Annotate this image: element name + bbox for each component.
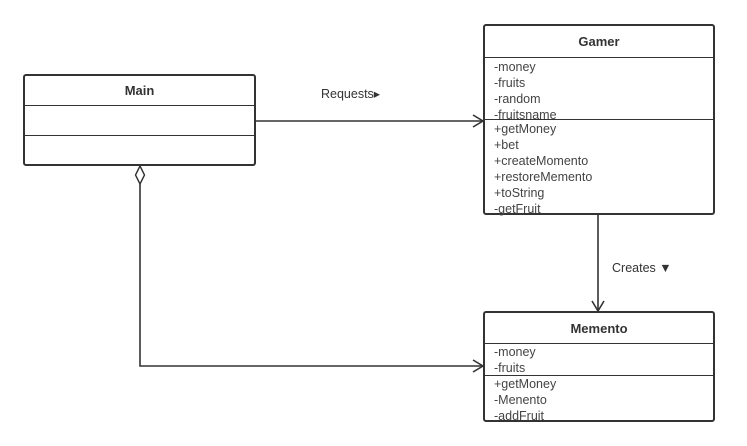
aggregation-line xyxy=(139,184,483,367)
requests-label: Requests▸ xyxy=(321,87,381,101)
memento-method: -Menento xyxy=(494,393,547,407)
memento-method: +getMoney xyxy=(494,377,557,391)
creates-label: Creates ▼ xyxy=(612,261,672,275)
memento-attributes: -money -fruits xyxy=(485,344,713,376)
gamer-attribute: -money xyxy=(494,60,536,74)
gamer-attribute: -random xyxy=(494,92,541,106)
gamer-attribute: -fruits xyxy=(494,76,526,90)
gamer-method: +toString xyxy=(494,186,545,200)
memento-attribute: -money xyxy=(494,345,536,359)
memento-attribute: -fruits xyxy=(494,361,526,375)
gamer-method: +bet xyxy=(494,138,519,152)
gamer-method: +getMoney xyxy=(494,122,557,136)
main-methods xyxy=(25,136,254,164)
memento-methods: +getMoney -Menento -addFruit xyxy=(485,376,713,424)
main-class-name: Main xyxy=(25,76,254,106)
main-class[interactable]: Main xyxy=(23,74,256,166)
memento-class[interactable]: Memento -money -fruits +getMoney -Menent… xyxy=(483,311,715,424)
gamer-method: +restoreMemento xyxy=(494,170,593,184)
gamer-method: +createMomento xyxy=(494,154,589,168)
gamer-attributes: -money -fruits -random -fruitsname xyxy=(485,58,713,122)
gamer-attribute: -fruitsname xyxy=(494,108,557,122)
aggregation-diamond xyxy=(134,164,146,186)
main-attributes xyxy=(25,106,254,136)
gamer-method: -getFruit xyxy=(494,202,541,216)
memento-class-name: Memento xyxy=(485,313,713,344)
gamer-class[interactable]: Gamer -money -fruits -random -fruitsname… xyxy=(483,24,715,217)
gamer-class-name: Gamer xyxy=(485,26,713,58)
gamer-methods: +getMoney +bet +createMomento +restoreMe… xyxy=(485,120,713,217)
memento-method: -addFruit xyxy=(494,409,545,423)
